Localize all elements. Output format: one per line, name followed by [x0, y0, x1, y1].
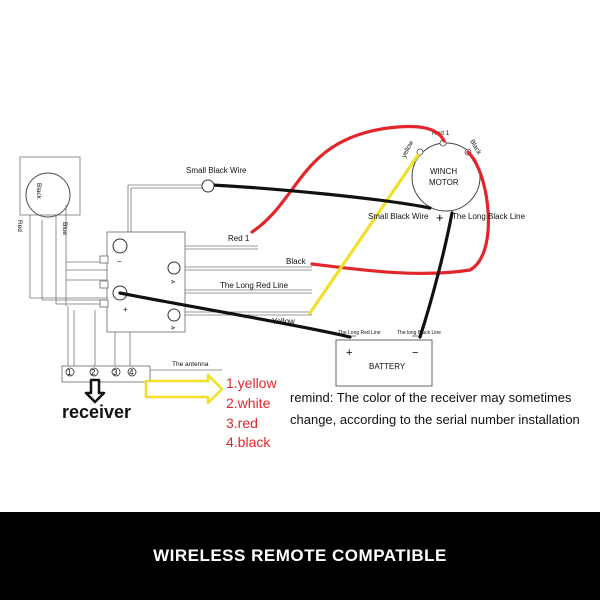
side-blue-label: Blue — [61, 222, 68, 235]
remind-line-1: remind: The color of the receiver may so… — [290, 390, 572, 405]
battery-long-red-label: The Long Red Line — [338, 330, 381, 336]
receiver-pin-4: 4 — [129, 368, 134, 377]
motor-plus-sign: + — [436, 210, 444, 225]
motor-yellow-label: yellow — [401, 139, 416, 159]
wiring-diagram: Black Red Blue − + A A WINCH MOTOR + Red… — [16, 124, 580, 450]
red1-wire-label: Red 1 — [228, 234, 250, 243]
battery-long-black-label: The long Black Line — [397, 330, 441, 336]
box-plus-sign: + — [123, 305, 128, 314]
harness-lines — [29, 184, 312, 368]
receiver-pin-3: 3 — [113, 368, 118, 377]
switch-black-label: Black — [35, 183, 42, 200]
remind-line-2: change, according to the serial number i… — [290, 412, 580, 427]
battery — [335, 335, 433, 387]
black-wire-battery — [118, 291, 352, 339]
battery-plus-sign: + — [346, 347, 352, 359]
motor-label-line1: WINCH — [430, 167, 457, 176]
receiver-label: receiver — [62, 402, 131, 422]
box-pin-a-top: A — [169, 280, 175, 284]
black-wire-long — [418, 211, 454, 339]
red-wire — [250, 124, 446, 234]
black-wire-small — [210, 183, 432, 210]
handheld-switch — [19, 156, 81, 218]
box-minus-sign: − — [117, 257, 122, 266]
legend-arrow — [144, 373, 224, 405]
receiver-pin-1: 1 — [67, 368, 72, 377]
receiver-pin-2: 2 — [91, 368, 96, 377]
box-pin-a-bottom: A — [169, 326, 175, 330]
side-red-label: Red — [16, 220, 23, 232]
legend-item-3: 3.red — [226, 415, 258, 431]
small-black-wire-top-label: Small Black Wire — [186, 166, 247, 175]
battery-minus-sign: − — [412, 347, 418, 359]
small-black-wire-motor-label: Small Black Wire — [368, 212, 429, 221]
receiver-module — [61, 365, 222, 383]
legend-item-1: 1.yellow — [226, 375, 277, 391]
legend-item-2: 2.white — [226, 395, 271, 411]
wires — [118, 124, 490, 339]
footer-banner: WIRELESS REMOTE COMPATIBLE — [0, 512, 600, 600]
legend-item-4: 4.black — [226, 434, 271, 450]
long-black-line-label: The Long Black Line — [452, 212, 525, 221]
control-box — [99, 231, 186, 333]
winch-motor — [411, 139, 481, 212]
yellow-wire — [308, 153, 420, 315]
red-wire-long — [310, 150, 490, 275]
small-black-wire-connector — [201, 179, 215, 193]
motor-label-line2: MOTOR — [429, 178, 459, 187]
banner-text: WIRELESS REMOTE COMPATIBLE — [153, 546, 447, 565]
receiver-arrow — [84, 378, 106, 404]
long-red-line-label: The Long Red Line — [220, 281, 289, 290]
black-wire-label: Black — [286, 257, 307, 266]
motor-red1-label: Red 1 — [432, 130, 450, 137]
yellow-wire-label: Yellow — [272, 317, 295, 326]
antenna-label: The antenna — [172, 361, 209, 368]
battery-label: BATTERY — [369, 362, 406, 371]
